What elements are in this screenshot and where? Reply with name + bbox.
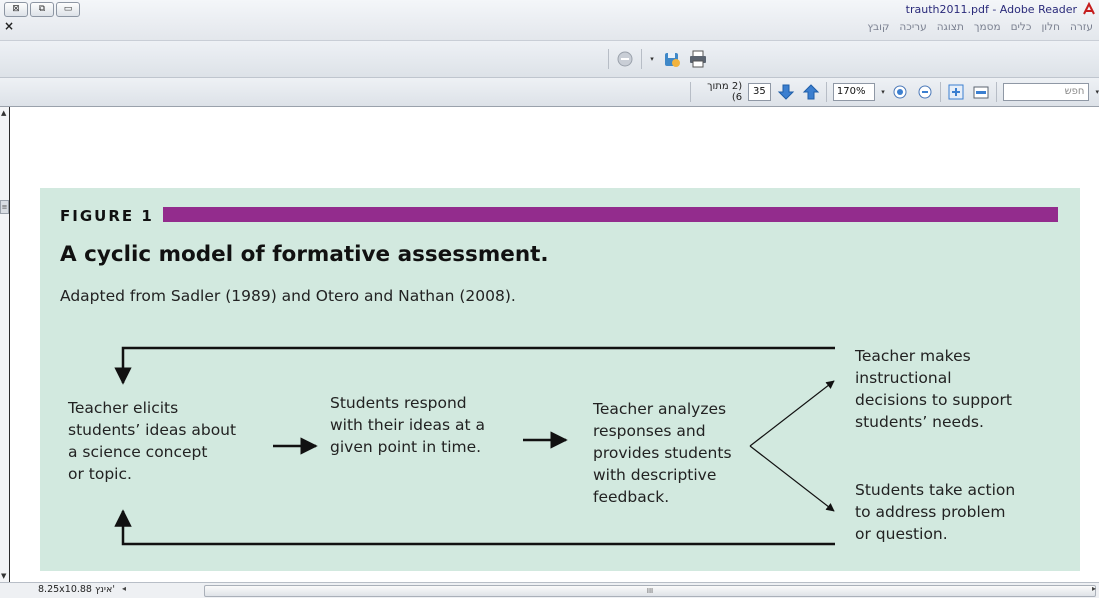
menu-bar: קובץ עריכה תצוגה מסמך כלים חלון עזרה [867, 21, 1093, 33]
close-window-button[interactable]: ⊠ [4, 2, 28, 17]
scroll-thumb[interactable]: III [204, 585, 1096, 597]
top-loop-arrow [114, 346, 835, 385]
file-toolbar: ▾ [0, 41, 1099, 78]
page-count-label: (2 מתוך 6) [707, 81, 743, 103]
save-icon[interactable] [662, 49, 682, 69]
zoom-input[interactable]: 170% [832, 83, 876, 101]
print-icon[interactable] [688, 49, 708, 69]
chevron-down-icon[interactable]: ▾ [881, 88, 885, 96]
scroll-left-arrow-icon[interactable]: ◂ [122, 584, 127, 593]
menu-tools[interactable]: כלים [1010, 21, 1032, 33]
next-page-down-arrow-icon[interactable] [777, 82, 796, 102]
toolbar-separator [608, 49, 609, 69]
toolbar-separator [690, 82, 691, 102]
horizontal-scrollbar[interactable]: ◂ III ▸ [120, 584, 1099, 597]
window-controls: ⊠ ⧉ ▭ [4, 2, 80, 17]
menu-window[interactable]: חלון [1041, 21, 1060, 33]
bottom-loop-arrow [114, 509, 835, 546]
collaborate-icon[interactable] [615, 49, 635, 69]
toolbar-separator [940, 82, 941, 102]
menu-view[interactable]: תצוגה [936, 21, 964, 33]
chevron-down-icon[interactable]: ▾ [1095, 88, 1099, 96]
fit-width-icon[interactable] [972, 82, 991, 102]
close-document-button[interactable]: × [4, 19, 15, 33]
document-view[interactable]: FIGURE 1 A cyclic model of formative ass… [10, 107, 1099, 582]
node-teacher-decides: Teacher makes instructional decisions to… [855, 347, 1012, 431]
menu-document[interactable]: מסמך [973, 21, 1001, 33]
cycle-diagram-arrows [114, 346, 835, 546]
toolbar-separator [996, 82, 998, 102]
status-bar: 8.25x10.88 אינץ' ◂ III ▸ [0, 582, 1099, 598]
menu-help[interactable]: עזרה [1070, 21, 1093, 33]
restore-window-button[interactable]: ⧉ [30, 2, 54, 17]
menu-edit[interactable]: עריכה [899, 21, 927, 33]
node-students-take-action: Students take action to address problem … [855, 481, 1016, 543]
chevron-down-icon[interactable]: ▾ [650, 55, 654, 63]
figure-title: A cyclic model of formative assessment. [60, 242, 549, 267]
page-size-label: 8.25x10.88 אינץ' [38, 584, 116, 595]
arrow-analyze-to-action [749, 445, 835, 512]
zoom-in-icon[interactable] [891, 82, 910, 102]
left-scroll-strip: ▲ ≡ ▼ [0, 107, 10, 582]
figure-label: FIGURE 1 [60, 207, 154, 225]
arrow-analyze-to-decide [749, 380, 835, 447]
figure-subtitle: Adapted from Sadler (1989) and Otero and… [60, 287, 516, 305]
adobe-reader-icon [1082, 1, 1096, 16]
fit-page-icon[interactable] [947, 82, 966, 102]
toolbar-separator [825, 82, 827, 102]
page-number-input[interactable]: 35 [748, 83, 771, 101]
node-teacher-elicits: Teacher elicits students’ ideas about a … [68, 399, 237, 483]
pane-splitter-handle[interactable]: ≡ [0, 200, 9, 214]
scroll-up-arrow-icon[interactable]: ▲ [1, 109, 7, 117]
search-input[interactable]: חפש [1003, 83, 1090, 101]
scroll-down-arrow-icon[interactable]: ▼ [1, 572, 7, 580]
toolbar-separator [641, 49, 642, 69]
zoom-out-icon[interactable] [915, 82, 934, 102]
title-bar: ⊠ ⧉ ▭ × trauth2011.pdf - Adobe Reader קו… [0, 0, 1099, 41]
figure-panel: FIGURE 1 A cyclic model of formative ass… [40, 188, 1080, 571]
node-teacher-analyzes: Teacher analyzes responses and provides … [593, 400, 732, 506]
figure-accent-bar [163, 207, 1058, 222]
scroll-right-arrow-icon[interactable]: ▸ [1092, 584, 1097, 593]
window-title: trauth2011.pdf - Adobe Reader [905, 3, 1077, 16]
navigation-toolbar: (2 מתוך 6) 35 170% ▾ חפש ▾ [0, 78, 1099, 107]
menu-file[interactable]: קובץ [867, 21, 890, 33]
node-students-respond: Students respond with their ideas at a g… [330, 394, 486, 456]
previous-page-up-arrow-icon[interactable] [801, 82, 820, 102]
minimize-window-button[interactable]: ▭ [56, 2, 80, 17]
